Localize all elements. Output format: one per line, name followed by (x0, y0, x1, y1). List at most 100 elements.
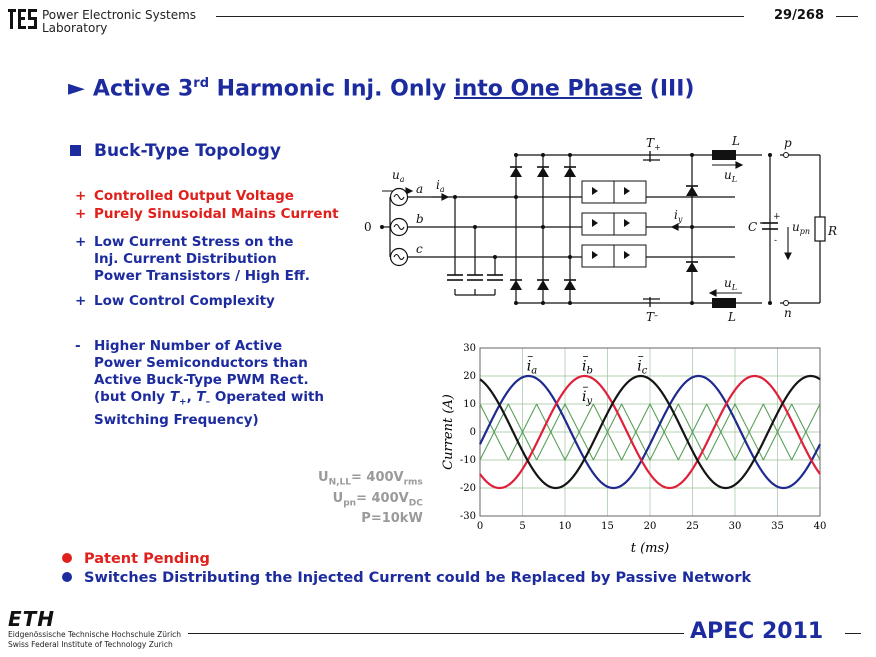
label-zero: 0 (364, 220, 372, 234)
y-tick-label: 30 (463, 343, 476, 354)
label-minus: - (774, 236, 777, 246)
y-axis-label: Current (A) (441, 394, 456, 470)
x-tick-label: 0 (477, 521, 483, 532)
title-superscript: rd (193, 76, 209, 91)
spec1-val: = 400V (350, 470, 404, 485)
square-bullet-icon (70, 145, 81, 156)
eth-logo: ETH (8, 607, 56, 631)
label-ia: ia (436, 178, 445, 194)
label-t-minus: T– (646, 310, 658, 324)
inductor-top (712, 150, 736, 160)
plot-frame (479, 347, 821, 517)
con-line4-t: T (169, 389, 180, 405)
label-L-bot: L (727, 310, 736, 324)
title-underlined: into One Phase (454, 76, 643, 102)
title-middle: Harmonic Inj. Only (209, 76, 455, 102)
buck-rectifier-circuit: 0 ua ia a b c T+ T– L uL uL L iy p n C u… (364, 135, 837, 324)
pro2-line2: Inj. Current Distribution (94, 251, 277, 267)
con-line4-a: (but Only (94, 389, 170, 405)
inductor-bottom (712, 298, 736, 308)
label-t-plus: T+ (646, 136, 661, 152)
slide-title: ►Active 3rd Harmonic Inj. Only into One … (68, 76, 694, 101)
pro3-line1: Low Control Complexity (94, 293, 275, 309)
minus-icon: - (75, 338, 81, 354)
con-line4: (but Only T+, T– Operated with (94, 389, 324, 412)
series-label-ic: ic (637, 358, 647, 376)
series-ib (479, 374, 821, 490)
y-tick-label: -10 (460, 455, 476, 466)
lab-name: Power Electronic Systems Laboratory (42, 9, 196, 35)
y-tick-label: -20 (460, 483, 476, 494)
label-a: a (416, 182, 423, 196)
series-iy-neg (479, 402, 821, 462)
con-line1: Higher Number of Active (94, 338, 283, 354)
note-patent: Patent Pending (62, 550, 751, 569)
series-label-iy: iy (582, 389, 592, 407)
title-suffix: (III) (642, 76, 695, 102)
label-uL-bot: uL (724, 276, 737, 292)
header-rule (216, 16, 744, 17)
spec-line3: P=10kW (361, 511, 423, 527)
footer-rule-right (845, 633, 861, 634)
label-upn: upn (792, 220, 810, 236)
dot-icon (62, 572, 72, 582)
x-tick-label: 40 (814, 521, 827, 532)
plus-icon: + (75, 234, 87, 250)
pro-bullet-4: + Low Control Complexity (75, 293, 275, 310)
pro1-line1: Controlled Output Voltage (94, 188, 294, 204)
label-L-top: L (731, 135, 740, 148)
x-axis-label: t (ms) (631, 541, 670, 556)
spec-line2: Upn= 400VDC (318, 491, 423, 512)
apec-logo: APEC 2011 (690, 619, 824, 644)
lab-name-line2: Laboratory (42, 21, 108, 35)
series-label-ib: ib (582, 358, 593, 376)
x-tick-label: 20 (644, 521, 657, 532)
note-patent-text: Patent Pending (84, 551, 210, 567)
pro-bullet-2: + Purely Sinusoidal Mains Current (75, 206, 339, 223)
y-tick-label: 10 (463, 399, 476, 410)
pes-logo (8, 9, 37, 29)
spec2-sym: U (332, 490, 344, 506)
eth-line1: Eidgenössische Technische Hochschule Zür… (8, 630, 182, 639)
plus-icon: + (75, 206, 87, 222)
bottom-notes: Patent Pending Switches Distributing the… (62, 550, 751, 588)
section-heading: Buck-Type Topology (70, 141, 281, 161)
spec1-sub: N,LL (328, 477, 351, 488)
con-line5: Switching Frequency) (94, 411, 259, 428)
header-rule-right (836, 16, 858, 17)
label-b: b (416, 212, 424, 226)
plus-icon: + (75, 188, 87, 204)
label-uL-top: uL (724, 168, 737, 184)
spec1-sym: U (318, 470, 329, 485)
lab-name-line1: Power Electronic Systems (42, 8, 197, 22)
series-iy-pos (479, 402, 821, 462)
series-label-ia: ia (527, 358, 537, 376)
note-switches-text: Switches Distributing the Injected Curre… (84, 570, 752, 586)
spec2-val: = 400V (356, 490, 409, 506)
con-line4-comma: , (186, 389, 197, 405)
series-labels: ia ib ic iy (527, 355, 648, 407)
pro-bullet-1: + Controlled Output Voltage (75, 188, 294, 205)
operating-specs: UN,LL= 400Vrms Upn= 400VDC P=10kW (318, 470, 423, 526)
y-tick-label: 20 (463, 371, 476, 382)
label-plus: + (773, 212, 781, 222)
pro-bullet-3: + Low Current Stress on the Inj. Current… (75, 234, 310, 285)
con-line4-rest: Operated with (210, 389, 325, 405)
triangle-bullet-icon: ► (68, 76, 85, 102)
con-bullet: - Higher Number of Active Power Semicond… (75, 338, 324, 429)
spec1-unit: rms (403, 477, 423, 488)
pro2-line1: Low Current Stress on the (94, 234, 294, 250)
x-tick-label: 25 (686, 521, 699, 532)
label-ua: ua (392, 168, 405, 184)
spec-line1: UN,LL= 400Vrms (318, 470, 423, 491)
con-line3: Active Buck-Type PWM Rect. (94, 372, 309, 388)
x-tick-label: 10 (559, 521, 572, 532)
label-C: C (748, 220, 757, 234)
plus-icon: + (75, 293, 87, 309)
x-tick-label: 30 (729, 521, 742, 532)
x-tick-label: 35 (771, 521, 784, 532)
x-tick-label: 15 (601, 521, 614, 532)
series-ia (479, 374, 821, 490)
